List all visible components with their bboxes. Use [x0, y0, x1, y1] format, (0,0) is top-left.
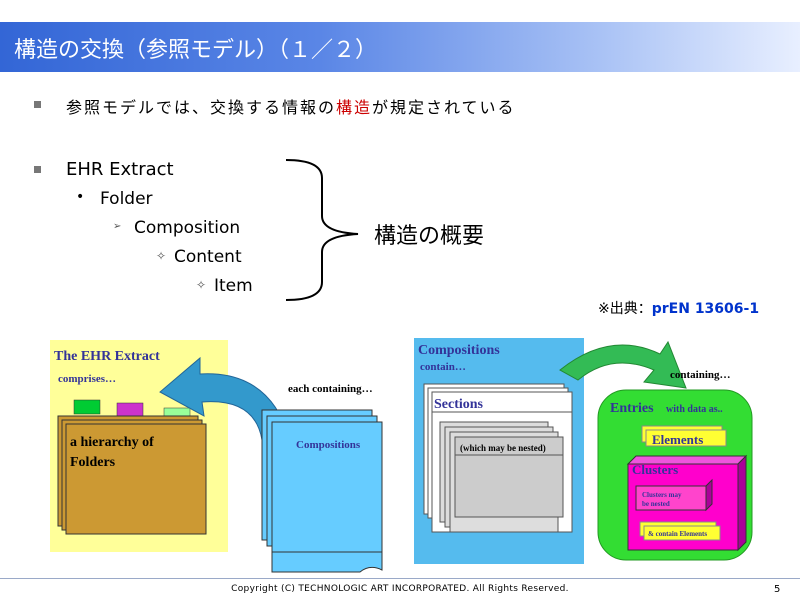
hierarchy-text-1: a hierarchy of [70, 435, 154, 450]
source-reference: prEN 13606-1 [651, 301, 760, 317]
bullet-text-start: 参照モデルでは、交換する情報の [66, 98, 337, 117]
nested-cluster-box [635, 485, 707, 511]
contain-elements-card-2 [643, 525, 721, 541]
compositions-label: Compositions [296, 439, 361, 451]
nested-cluster-side [705, 478, 713, 512]
page-number: 5 [774, 584, 781, 595]
contain-text: contain… [420, 361, 466, 373]
bullet-arrow-icon: ➢ [113, 221, 122, 232]
curly-brace-icon [285, 159, 359, 301]
structure-summary-label: 構造の概要 [374, 224, 485, 249]
clusters-nested-text-1: Clusters may [642, 491, 682, 499]
curved-arrow-1-icon [159, 356, 291, 441]
nested-section-4 [454, 436, 564, 518]
comprises-text: comprises… [58, 373, 116, 385]
compositions-header: Compositions [418, 343, 500, 358]
clusters-label: Clusters [632, 462, 678, 477]
composition-page-curl [271, 551, 383, 573]
bullet-text-end: が規定されている [372, 98, 516, 117]
curved-arrow-2-icon [559, 340, 687, 389]
list-item-composition: Composition [134, 218, 241, 238]
entries-label: Entries [610, 401, 654, 416]
list-item-folder: Folder [100, 189, 153, 209]
bullet-square-icon [34, 101, 41, 108]
contain-elements-text: & contain Elements [648, 530, 707, 538]
list-item-content: Content [174, 247, 242, 267]
folder-front [65, 423, 207, 535]
nested-text: (which may be nested) [460, 443, 546, 453]
bullet-dot-icon: • [76, 189, 85, 205]
folder-tab-green [73, 399, 101, 415]
element-card-2 [645, 429, 727, 447]
clusters-side [737, 454, 747, 552]
list-item-ehr-extract: EHR Extract [66, 159, 174, 180]
bullet-diamond-icon: ✧ [196, 278, 207, 292]
sections-label: Sections [434, 397, 484, 412]
slide-title: 構造の交換（参照モデル）（１／２） [14, 38, 378, 63]
with-data-text: with data as.. [666, 404, 723, 415]
list-item-item: Item [214, 276, 253, 296]
title-bar: 構造の交換（参照モデル）（１／２） [0, 22, 800, 72]
bullet-structure-text: 参照モデルでは、交換する情報の構造が規定されている [66, 94, 516, 118]
hierarchy-text-2: Folders [70, 455, 116, 470]
footer-copyright: Copyright (C) TECHNOLOGIC ART INCORPORAT… [231, 584, 569, 594]
source-prefix: ※出典： [598, 301, 652, 317]
source-citation: ※出典：prEN 13606-1 [598, 298, 759, 318]
footer-divider [0, 578, 800, 579]
containing-text: containing… [670, 369, 731, 381]
bullet-diamond-icon: ✧ [156, 249, 167, 263]
ehr-structure-diagram: The EHR Extract comprises… a hierarchy o… [50, 338, 753, 573]
ehr-title-text: The EHR Extract [54, 349, 160, 364]
elements-label: Elements [652, 432, 703, 447]
clusters-nested-text-2: be nested [642, 500, 670, 508]
bullet-square-icon [34, 166, 41, 173]
bullet-text-highlight: 構造 [336, 98, 373, 117]
folder-tab-magenta [116, 402, 144, 418]
each-containing-text: each containing… [288, 383, 373, 395]
composition-page-3 [271, 421, 383, 553]
